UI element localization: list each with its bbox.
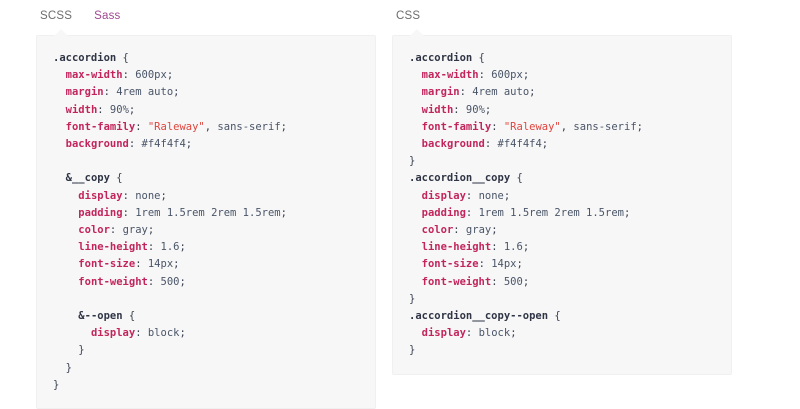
scss-tabbar: SCSS Sass bbox=[36, 6, 376, 26]
scss-code-block[interactable]: .accordion { max-width: 600px; margin: 4… bbox=[53, 52, 287, 391]
css-code-panel: .accordion { max-width: 600px; margin: 4… bbox=[392, 29, 732, 375]
tab-sass[interactable]: Sass bbox=[94, 10, 121, 22]
scss-code-panel: .accordion { max-width: 600px; margin: 4… bbox=[36, 29, 376, 409]
tab-scss[interactable]: SCSS bbox=[40, 10, 73, 22]
css-code-block[interactable]: .accordion { max-width: 600px; margin: 4… bbox=[409, 52, 643, 357]
scss-column: SCSS Sass .accordion { max-width: 600px;… bbox=[36, 6, 376, 409]
css-column: CSS .accordion { max-width: 600px; margi… bbox=[392, 6, 732, 409]
code-panel-columns: SCSS Sass .accordion { max-width: 600px;… bbox=[36, 6, 764, 409]
panel-caret-icon bbox=[409, 29, 425, 37]
code-comparison-page: SCSS Sass .accordion { max-width: 600px;… bbox=[36, 10, 732, 409]
panel-caret-icon bbox=[53, 29, 69, 37]
css-tabbar: CSS bbox=[392, 6, 732, 26]
tab-css[interactable]: CSS bbox=[396, 10, 421, 22]
